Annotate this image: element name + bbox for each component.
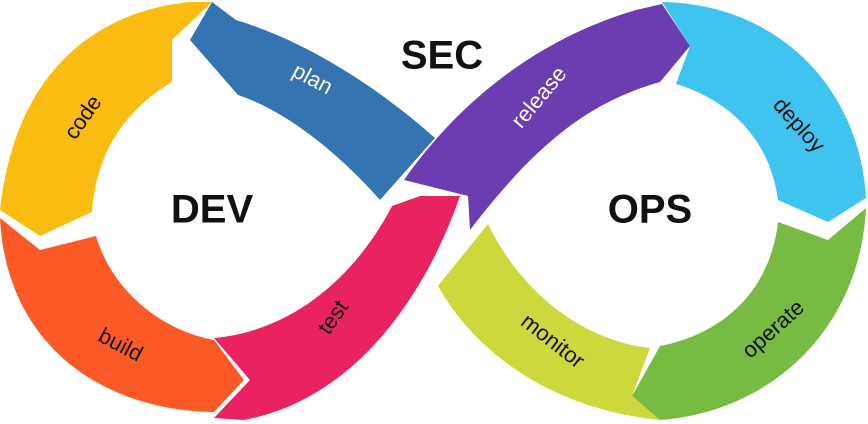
segment-monitor-shape — [438, 224, 660, 420]
segment-deploy: deploy — [662, 2, 866, 222]
segment-plan: plan — [190, 2, 435, 200]
segment-operate-shape — [632, 208, 866, 420]
segment-test-shape — [214, 196, 460, 420]
sec-label: SEC — [401, 34, 483, 78]
segment-code-shape — [0, 2, 212, 236]
segment-code: code — [0, 2, 212, 236]
segment-release: release — [404, 4, 690, 230]
segment-operate: operate — [632, 208, 866, 420]
ops-label: OPS — [608, 188, 692, 232]
segment-plan-shape — [190, 2, 435, 200]
segment-test: test — [214, 196, 460, 420]
segment-monitor: monitor — [438, 224, 660, 420]
segment-build-shape — [0, 218, 244, 412]
segment-deploy-shape — [662, 2, 866, 222]
segment-release-shape — [404, 4, 690, 230]
dev-label: DEV — [171, 188, 254, 232]
segment-build: build — [0, 218, 244, 412]
